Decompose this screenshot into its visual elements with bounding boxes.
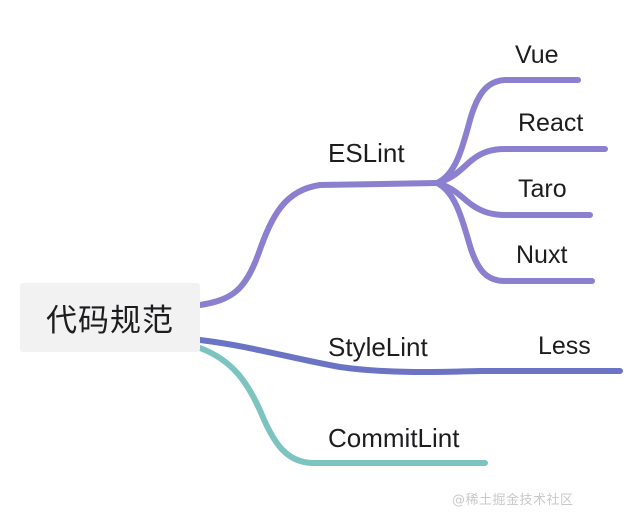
root-node[interactable]: 代码规范: [20, 283, 200, 352]
branch-label-stylelint[interactable]: StyleLint: [328, 332, 428, 362]
edge-eslint-to-react: [434, 146, 608, 186]
leaf-label-taro[interactable]: Taro: [518, 175, 567, 203]
leaf-label-vue[interactable]: Vue: [515, 41, 559, 69]
edge-eslint-to-nuxt: [434, 180, 595, 284]
root-node-label: 代码规范: [46, 303, 174, 339]
leaf-label-nuxt[interactable]: Nuxt: [516, 241, 568, 269]
edge-eslint-to-taro: [434, 180, 593, 218]
leaf-label-less[interactable]: Less: [538, 332, 591, 360]
edge-root-to-eslint: [197, 180, 440, 308]
leaf-label-react[interactable]: React: [518, 109, 584, 137]
edge-root-to-commitlint: [197, 345, 488, 466]
branch-label-commitlint[interactable]: CommitLint: [328, 423, 460, 453]
edge-root-to-stylelint: [197, 337, 623, 376]
edge-eslint-to-vue: [434, 77, 581, 186]
watermark: @稀土掘金技术社区: [452, 493, 574, 508]
branch-label-eslint[interactable]: ESLint: [328, 138, 405, 168]
